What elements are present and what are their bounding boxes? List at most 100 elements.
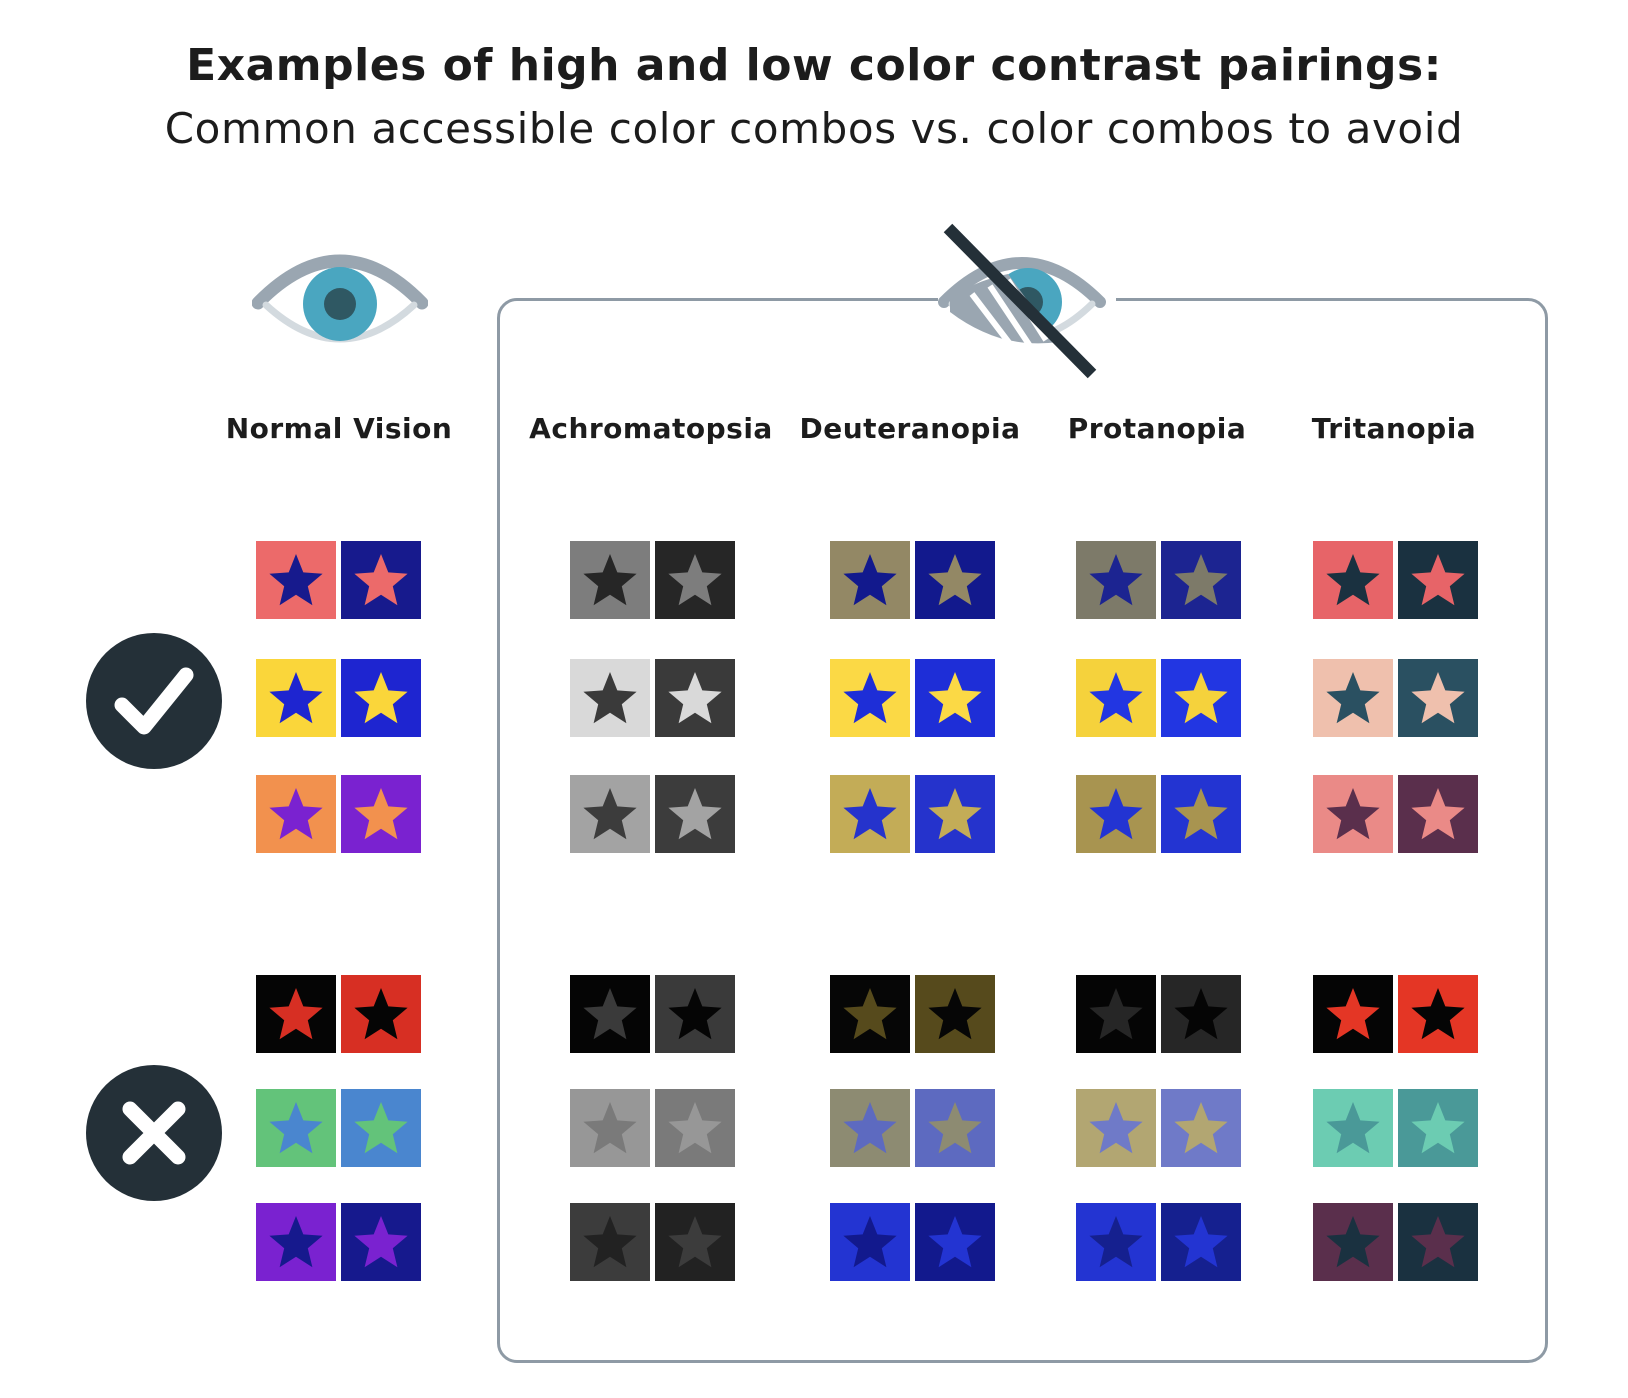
star-tile — [1313, 1203, 1393, 1281]
star-tile — [830, 541, 910, 619]
star-tile — [1313, 659, 1393, 737]
star-tile — [256, 541, 336, 619]
star-icon — [1398, 775, 1478, 853]
column-header-protanopia: Protanopia — [1067, 412, 1247, 445]
star-tile — [915, 1089, 995, 1167]
star-icon — [256, 975, 336, 1053]
star-icon — [256, 1089, 336, 1167]
star-icon — [256, 659, 336, 737]
star-icon — [570, 1089, 650, 1167]
star-icon — [341, 659, 421, 737]
star-tile — [1398, 975, 1478, 1053]
star-tile — [1398, 775, 1478, 853]
star-icon — [1161, 1203, 1241, 1281]
star-icon — [256, 1203, 336, 1281]
star-tile — [1313, 541, 1393, 619]
star-icon — [1313, 1089, 1393, 1167]
star-tile — [830, 1089, 910, 1167]
star-tile — [915, 541, 995, 619]
star-tile — [570, 775, 650, 853]
star-tile — [830, 659, 910, 737]
star-tile — [256, 775, 336, 853]
star-icon — [1076, 1203, 1156, 1281]
star-tile — [1076, 541, 1156, 619]
star-icon — [1076, 975, 1156, 1053]
star-icon — [655, 775, 735, 853]
star-tile — [570, 1089, 650, 1167]
star-tile — [1161, 975, 1241, 1053]
star-tile — [1313, 975, 1393, 1053]
star-tile — [341, 775, 421, 853]
star-tile — [256, 659, 336, 737]
star-tile — [655, 1089, 735, 1167]
star-icon — [341, 775, 421, 853]
star-icon — [1398, 1203, 1478, 1281]
star-tile — [1161, 1089, 1241, 1167]
star-icon — [1398, 975, 1478, 1053]
star-tile — [1313, 1089, 1393, 1167]
star-tile — [1076, 1203, 1156, 1281]
crossed-eye-icon — [930, 222, 1115, 382]
star-icon — [341, 1203, 421, 1281]
star-icon — [655, 1203, 735, 1281]
star-icon — [1161, 975, 1241, 1053]
star-tile — [1161, 541, 1241, 619]
column-header-achromatopsia: Achromatopsia — [529, 412, 773, 445]
column-header-tritanopia: Tritanopia — [1311, 412, 1477, 445]
star-icon — [1161, 775, 1241, 853]
star-icon — [1398, 659, 1478, 737]
star-tile — [341, 659, 421, 737]
star-tile — [655, 541, 735, 619]
star-tile — [1076, 975, 1156, 1053]
star-icon — [830, 659, 910, 737]
star-tile — [1076, 775, 1156, 853]
star-icon — [1076, 1089, 1156, 1167]
star-icon — [1313, 775, 1393, 853]
star-tile — [570, 975, 650, 1053]
star-tile — [570, 659, 650, 737]
star-icon — [1076, 541, 1156, 619]
star-tile — [1398, 541, 1478, 619]
star-tile — [341, 975, 421, 1053]
x-mark-badge — [86, 1065, 222, 1201]
star-icon — [830, 1203, 910, 1281]
column-header-deuteranopia: Deuteranopia — [799, 412, 1021, 445]
star-tile — [915, 659, 995, 737]
star-tile — [655, 775, 735, 853]
star-icon — [655, 659, 735, 737]
star-icon — [915, 1089, 995, 1167]
star-tile — [655, 975, 735, 1053]
star-icon — [655, 541, 735, 619]
star-icon — [1076, 775, 1156, 853]
star-icon — [570, 659, 650, 737]
star-tile — [1161, 659, 1241, 737]
star-icon — [256, 541, 336, 619]
star-icon — [655, 1089, 735, 1167]
star-icon — [830, 975, 910, 1053]
star-tile — [341, 541, 421, 619]
page-subtitle: Common accessible color combos vs. color… — [164, 104, 1464, 153]
star-icon — [830, 775, 910, 853]
star-tile — [915, 975, 995, 1053]
star-icon — [915, 975, 995, 1053]
star-tile — [256, 1203, 336, 1281]
checkmark-badge — [86, 633, 222, 769]
star-icon — [1313, 975, 1393, 1053]
star-tile — [655, 1203, 735, 1281]
star-icon — [341, 541, 421, 619]
star-tile — [256, 975, 336, 1053]
star-icon — [1161, 659, 1241, 737]
star-icon — [570, 541, 650, 619]
star-icon — [1313, 659, 1393, 737]
page-title: Examples of high and low color contrast … — [186, 40, 1442, 91]
star-tile — [915, 775, 995, 853]
star-tile — [1076, 1089, 1156, 1167]
eye-icon — [251, 245, 429, 355]
star-icon — [1313, 1203, 1393, 1281]
star-icon — [341, 975, 421, 1053]
star-tile — [570, 1203, 650, 1281]
star-tile — [830, 775, 910, 853]
star-tile — [341, 1089, 421, 1167]
star-tile — [655, 659, 735, 737]
star-tile — [1076, 659, 1156, 737]
